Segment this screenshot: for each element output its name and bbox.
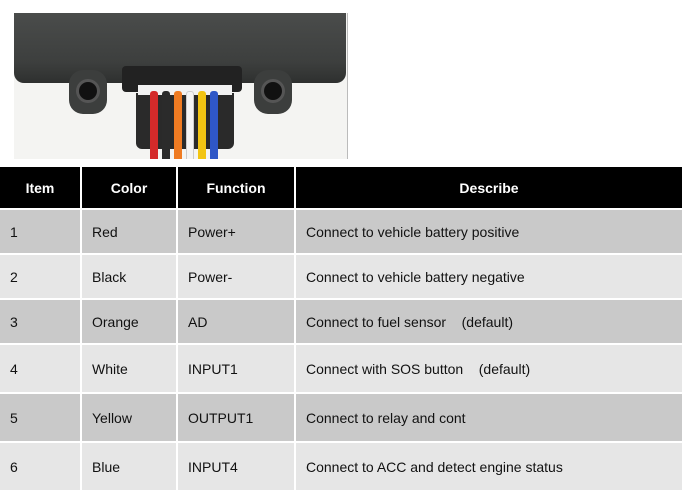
cell-color: White [82,345,176,392]
cell-function: Power+ [178,210,294,253]
mounting-hole-right [254,70,292,114]
cell-color: Blue [82,443,176,490]
wire-4 [186,91,194,159]
cell-describe: Connect to relay and cont [296,394,682,441]
cell-color: Yellow [82,394,176,441]
cell-item: 3 [0,300,80,343]
wire-1 [150,91,158,159]
cell-item: 5 [0,394,80,441]
cell-color: Orange [82,300,176,343]
photo-divider [347,13,348,159]
cell-item: 4 [0,345,80,392]
cell-function: Power- [178,255,294,298]
cell-function: OUTPUT1 [178,394,294,441]
cell-function: INPUT4 [178,443,294,490]
mounting-hole-left [69,70,107,114]
header-function: Function [178,167,294,208]
device-connector-photo [14,13,347,159]
header-color: Color [82,167,176,208]
cell-describe: Connect with SOS button (default) [296,345,682,392]
table-header-row: Item Color Function Describe [0,167,682,208]
cell-describe: Connect to ACC and detect engine status [296,443,682,490]
wire-3 [174,91,182,159]
cell-describe: Connect to fuel sensor (default) [296,300,682,343]
cell-color: Red [82,210,176,253]
wire-2 [162,91,170,159]
header-describe: Describe [296,167,682,208]
wire-6 [210,91,218,159]
wire-5 [198,91,206,159]
connector-plug [138,85,232,95]
cell-item: 2 [0,255,80,298]
cell-function: INPUT1 [178,345,294,392]
cell-describe: Connect to vehicle battery positive [296,210,682,253]
cell-item: 6 [0,443,80,490]
cell-function: AD [178,300,294,343]
header-item: Item [0,167,80,208]
cell-item: 1 [0,210,80,253]
cell-describe: Connect to vehicle battery negative [296,255,682,298]
cell-color: Black [82,255,176,298]
